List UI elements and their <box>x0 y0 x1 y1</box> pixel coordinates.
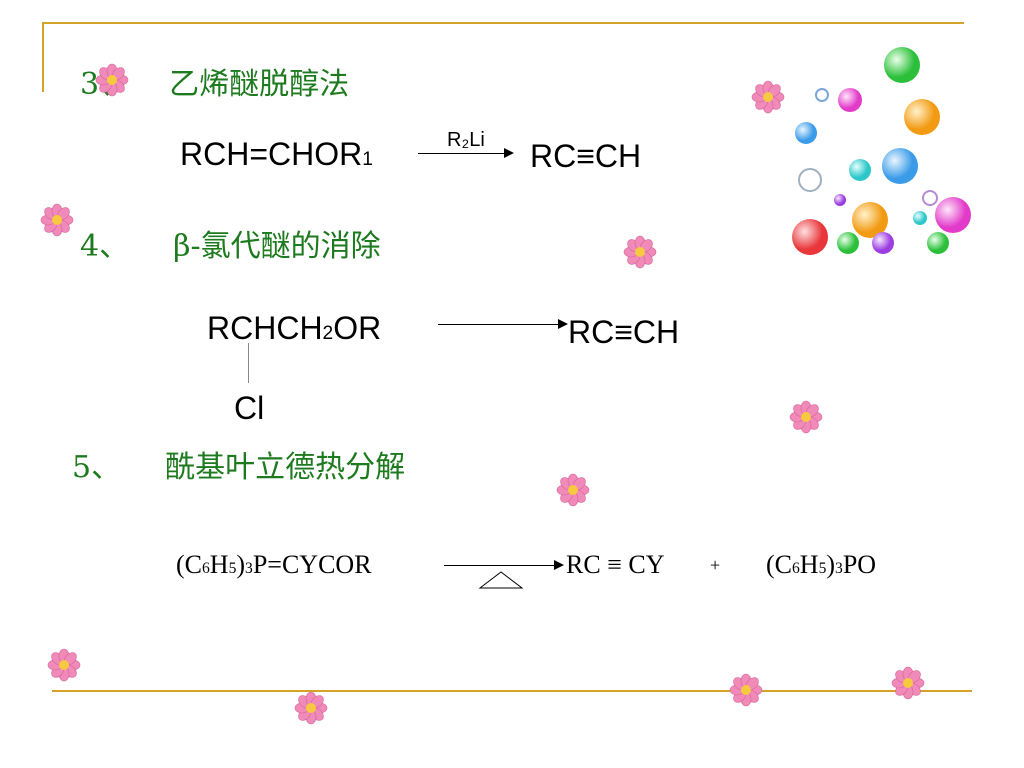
bubble-icon <box>795 122 817 144</box>
reaction-5-arrow <box>444 565 556 566</box>
bubble-icon <box>922 190 938 206</box>
bottom-rule <box>52 690 972 692</box>
bubble-icon <box>852 202 888 238</box>
flower-icon <box>294 691 328 725</box>
bubble-icon <box>834 194 846 206</box>
flower-icon <box>891 666 925 700</box>
top-rule <box>42 22 964 24</box>
bubble-icon <box>935 197 971 233</box>
flower-icon <box>95 63 129 97</box>
bubble-cluster <box>792 47 971 255</box>
bubble-icon <box>815 88 829 102</box>
reaction-4-bond <box>248 343 249 383</box>
reaction-3-reactant-sub: 1 <box>362 149 373 170</box>
section-4-number: 4、 <box>80 229 130 264</box>
section-4-title: β-氯代醚的消除 <box>173 229 381 264</box>
bubble-icon <box>913 211 927 225</box>
bubble-icon <box>837 232 859 254</box>
heat-triangle-icon <box>478 571 524 589</box>
bubble-icon <box>904 99 940 135</box>
reaction-4-arrow <box>438 324 560 325</box>
flower-icon <box>789 400 823 434</box>
flower-icon <box>729 673 763 707</box>
reaction-4-reactant: RCHCH2OR <box>207 310 382 346</box>
flower-icon <box>556 473 590 507</box>
reaction-5-product: RC ≡ CY <box>566 550 665 579</box>
bubble-icon <box>882 148 918 184</box>
reaction-3-reagent: R₂Li <box>447 129 485 151</box>
section-4-heading: 4、 β-氯代醚的消除 <box>80 232 381 262</box>
bubble-icon <box>872 232 894 254</box>
reaction-5-arrowhead <box>554 560 564 570</box>
bubble-icon <box>927 232 949 254</box>
reaction-4-product: RC≡CH <box>568 314 680 350</box>
section-3-title: 乙烯醚脱醇法 <box>169 67 350 102</box>
reaction-4-arrowhead <box>558 319 568 329</box>
bubble-icon <box>849 159 871 181</box>
reaction-3-arrow <box>418 153 506 154</box>
bubble-icon <box>798 168 822 192</box>
left-rule <box>42 22 44 92</box>
reaction-5-reactant: (C6H5)3P=CYCOR <box>176 550 372 579</box>
section-5-heading: 5、 酰基叶立德热分解 <box>72 453 405 483</box>
flower-icon <box>47 648 81 682</box>
bubble-icon <box>838 88 862 112</box>
reaction-3-arrowhead <box>504 148 514 158</box>
reaction-4-reactant-sub: 2 <box>322 323 334 344</box>
flower-icon <box>623 235 657 269</box>
section-5-number: 5、 <box>72 450 122 485</box>
reaction-4-substituent: Cl <box>234 390 265 426</box>
bubble-icon <box>884 47 920 83</box>
reaction-3-product: RC≡CH <box>530 138 642 174</box>
reaction-5-plus: + <box>710 555 721 575</box>
flower-icon <box>40 203 74 237</box>
reaction-3-reactant: RCH=CHOR1 <box>180 136 373 172</box>
reaction-5-byproduct: (C6H5)3PO <box>766 550 877 579</box>
section-5-title: 酰基叶立德热分解 <box>165 450 406 485</box>
bubble-icon <box>792 219 828 255</box>
flower-icon <box>751 80 785 114</box>
